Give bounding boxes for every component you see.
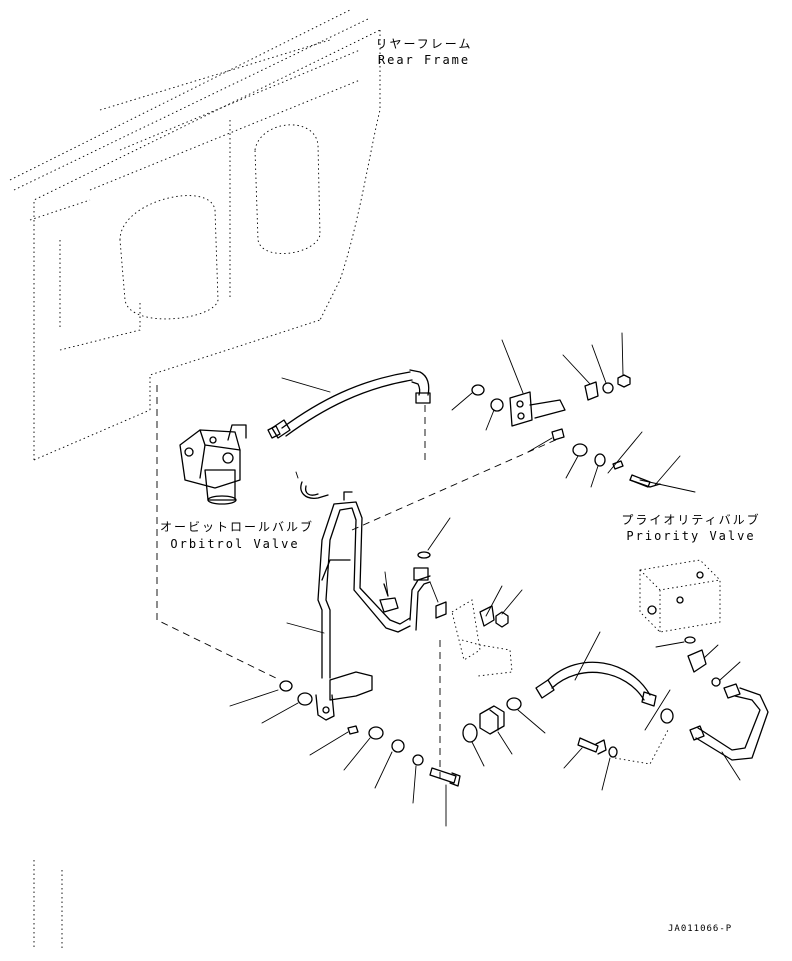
mid-plate [451,585,523,677]
tube-clamps [379,571,447,619]
drawing-code: JA011066-P [668,924,733,934]
priority-valve-label-ja: プライオリティバルブ [621,513,761,527]
fittings-middle [462,697,546,767]
parts-right-bottom [563,636,769,791]
small-parts-top [451,332,696,493]
rear-frame-label-ja: リヤーフレーム [375,37,473,51]
steel-tube [286,491,431,721]
priority-valve-drawing [639,559,721,633]
upper-hose [267,369,431,439]
hose-clip [295,471,329,499]
assembly-line [156,385,281,681]
frame-remnant [33,860,63,950]
o-ring [417,551,431,559]
rear-frame [9,9,381,461]
lower-hose [535,631,657,707]
orbitrol-valve-label-en: Orbitrol Valve [170,537,300,551]
priority-valve-label-en: Priority Valve [626,529,756,543]
assembly-line [351,437,561,531]
mount-bracket [501,339,566,427]
orbitrol-valve-drawing [179,424,247,505]
orbitrol-valve-label-ja: オービットロールバルブ [160,520,315,534]
small-parts-bottom [229,680,461,827]
rear-frame-label-en: Rear Frame [377,53,471,67]
